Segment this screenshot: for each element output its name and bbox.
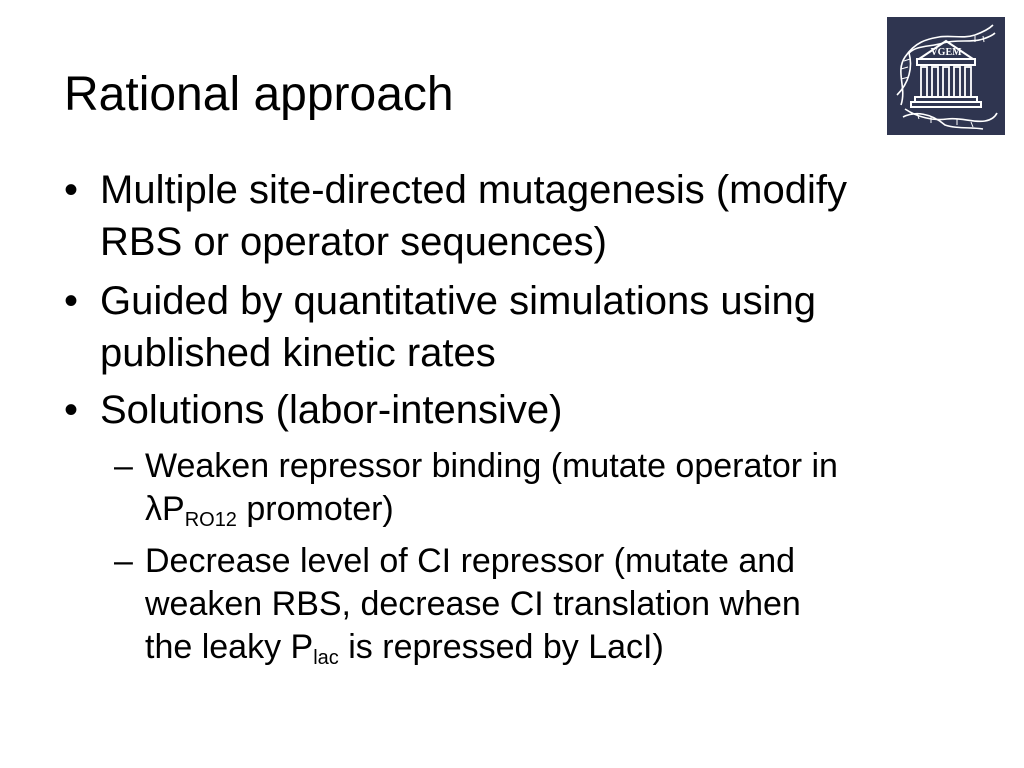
text-run: λP <box>145 490 185 528</box>
bullet-text: Multiple site-directed mutagenesis (modi… <box>100 164 847 268</box>
bullet-line: RBS or operator sequences) <box>100 220 607 264</box>
sub-bullet-marker: – <box>114 542 133 580</box>
bullet-marker: • <box>64 279 79 323</box>
logo-text: VGEM <box>930 47 962 58</box>
text-run: the leaky P <box>145 628 314 666</box>
bullet-text: Solutions (labor-intensive) <box>100 384 562 436</box>
sub-bullet-text: Decrease level of CI repressor (mutate a… <box>145 540 801 669</box>
bullet-line: Multiple site-directed mutagenesis (modi… <box>100 168 847 212</box>
sub-bullet-marker: – <box>114 447 133 485</box>
temple-dna-icon: VGEM <box>896 24 998 130</box>
sub-bullet-line: Decrease level of CI repressor (mutate a… <box>145 542 796 580</box>
subscript: lac <box>313 647 339 669</box>
bullet-text: Guided by quantitative simulations using… <box>100 275 816 379</box>
subscript: RO12 <box>184 509 237 531</box>
text-run: is repressed by LacI) <box>338 628 664 666</box>
sub-bullet-line: weaken RBS, decrease CI translation when <box>145 585 801 623</box>
sub-bullet-line: the leaky Plac is repressed by LacI) <box>145 626 801 669</box>
text-run: promoter) <box>236 490 394 528</box>
bullet-line: Solutions (labor-intensive) <box>100 388 563 432</box>
slide-title: Rational approach <box>64 68 454 121</box>
sub-bullet-text: Weaken repressor binding (mutate operato… <box>145 445 838 531</box>
sub-bullet-line: λPRO12 promoter) <box>145 488 838 531</box>
bullet-marker: • <box>64 388 79 432</box>
bullet-marker: • <box>64 168 79 212</box>
bullet-line: published kinetic rates <box>100 331 496 375</box>
bullet-line: Guided by quantitative simulations using <box>100 279 816 323</box>
vgem-logo: VGEM <box>887 17 1005 135</box>
sub-bullet-line: Weaken repressor binding (mutate operato… <box>145 447 838 485</box>
